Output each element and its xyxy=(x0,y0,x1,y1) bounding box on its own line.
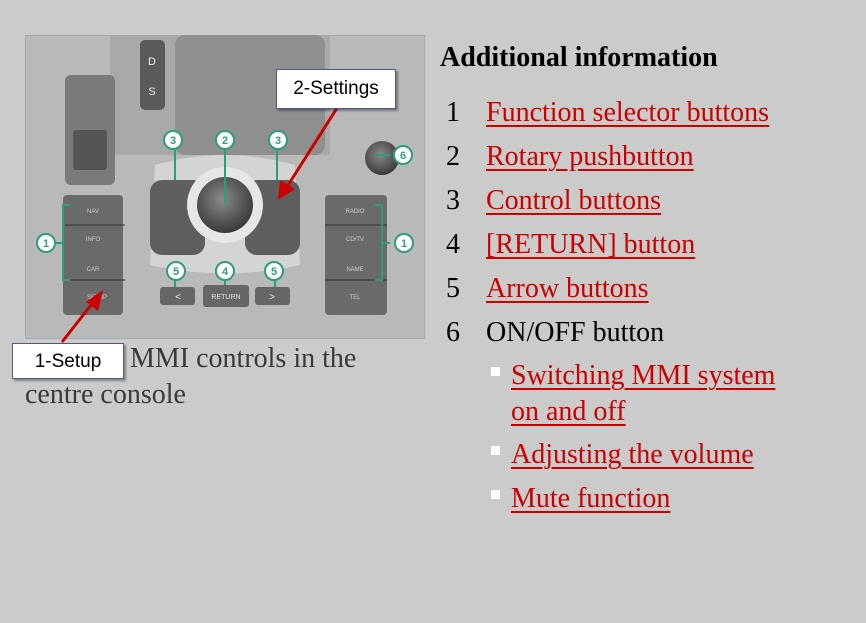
name-button-label: NAME xyxy=(346,267,363,273)
marker-1-left: 1 xyxy=(36,233,56,253)
svg-text:1: 1 xyxy=(401,238,407,250)
item-number: 5 xyxy=(446,273,460,304)
marker-5-right: 5 xyxy=(264,261,284,281)
info-button-label: INFO xyxy=(86,237,101,243)
marker-2: 2 xyxy=(215,130,235,150)
svg-text:1: 1 xyxy=(43,238,49,250)
svg-text:2: 2 xyxy=(222,135,228,147)
on-off-button-label: ON/OFF button xyxy=(486,317,665,348)
link-adjusting-volume[interactable]: Adjusting the volume xyxy=(511,439,754,470)
figure-caption: MMI controls in the centre console xyxy=(25,341,425,413)
cdtv-button-label: CD/TV xyxy=(346,237,364,243)
bullet-icon xyxy=(491,367,500,376)
marker-1-right: 1 xyxy=(394,233,414,253)
marker-5-left: 5 xyxy=(166,261,186,281)
link-mute-function[interactable]: Mute function xyxy=(511,483,671,514)
svg-text:5: 5 xyxy=(173,266,179,278)
radio-button-label: RADIO xyxy=(345,209,364,215)
item-number: 2 xyxy=(446,141,460,172)
link-switching-mmi-on-off[interactable]: Switching MMI system xyxy=(511,360,776,391)
nav-button-label: NAV xyxy=(87,209,99,215)
next-arrow-label: > xyxy=(269,292,275,303)
settings-callout: 2-Settings xyxy=(276,69,396,109)
tel-button-label: TEL xyxy=(349,295,361,301)
setup-callout: 1-Setup xyxy=(12,343,124,379)
link-return-button[interactable]: [RETURN] button xyxy=(486,229,696,260)
link-switching-mmi-on-off-line2[interactable]: on and off xyxy=(511,396,626,427)
svg-text:3: 3 xyxy=(275,135,281,147)
caption-line-1: MMI controls in the xyxy=(130,343,357,374)
car-button-label: CAR xyxy=(87,267,100,273)
gear-d-label: D xyxy=(148,56,156,68)
link-rotary-pushbutton[interactable]: Rotary pushbutton xyxy=(486,141,694,172)
svg-text:6: 6 xyxy=(400,150,406,162)
svg-text:5: 5 xyxy=(271,266,277,278)
bullet-icon xyxy=(491,446,500,455)
marker-3-right: 3 xyxy=(268,130,288,150)
setup-button-label: SETUP xyxy=(87,295,107,301)
link-function-selector-buttons[interactable]: Function selector buttons xyxy=(486,97,770,128)
marker-4: 4 xyxy=(215,261,235,281)
svg-text:4: 4 xyxy=(222,266,229,278)
item-number: 1 xyxy=(446,97,460,128)
link-control-buttons[interactable]: Control buttons xyxy=(486,185,662,216)
return-button-label: RETURN xyxy=(211,294,240,301)
additional-info-heading: Additional information xyxy=(440,42,718,73)
prev-arrow-button xyxy=(160,287,195,305)
item-number: 4 xyxy=(446,229,460,260)
caption-line-2: centre console xyxy=(25,379,186,410)
svg-text:3: 3 xyxy=(170,135,176,147)
marker-6: 6 xyxy=(393,145,413,165)
item-number: 6 xyxy=(446,317,460,348)
gear-s-label: S xyxy=(148,86,155,98)
marker-3-left: 3 xyxy=(163,130,183,150)
prev-arrow-label: < xyxy=(175,292,181,303)
return-button xyxy=(203,285,249,307)
link-arrow-buttons[interactable]: Arrow buttons xyxy=(486,273,649,304)
item-number: 3 xyxy=(446,185,460,216)
next-arrow-button xyxy=(255,287,290,305)
bullet-icon xyxy=(491,490,500,499)
